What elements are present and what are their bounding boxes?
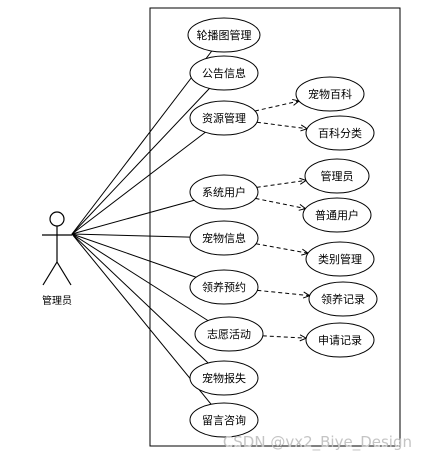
use-case-baoshi-label: 宠物报失 bbox=[202, 371, 246, 385]
use-case-zhiyuan-label: 志愿活动 bbox=[207, 328, 251, 341]
use-case-liuyan-label: 留言咨询 bbox=[202, 413, 246, 427]
dependency-jilu bbox=[257, 289, 310, 297]
association-lunbotu bbox=[71, 50, 213, 235]
actor-left-leg bbox=[42, 261, 58, 286]
association-xitong bbox=[71, 199, 195, 235]
use-case-lunbotu-label: 轮播图管理 bbox=[197, 28, 252, 42]
sub-use-case-putong: 普通用户 bbox=[302, 197, 372, 233]
sub-use-case-fenlei-label: 百科分类 bbox=[318, 126, 362, 140]
association-ziyuan bbox=[71, 131, 206, 235]
actor-head bbox=[49, 211, 65, 227]
use-case-zhiyuan: 志愿活动 bbox=[194, 316, 264, 352]
use-case-gonggao-ellipse bbox=[189, 55, 259, 91]
sub-use-case-guanliyuan-label: 管理员 bbox=[321, 169, 354, 183]
sub-use-case-jilu-ellipse bbox=[308, 281, 378, 317]
sub-use-case-guanliyuan: 管理员 bbox=[304, 158, 370, 194]
sub-use-case-shenqing-ellipse bbox=[305, 322, 375, 358]
use-case-gonggao-label: 公告信息 bbox=[202, 66, 246, 80]
sub-use-case-leibie-label: 类别管理 bbox=[318, 252, 362, 266]
sub-use-case-putong-ellipse bbox=[302, 197, 372, 233]
use-case-lunbotu-ellipse bbox=[187, 17, 261, 53]
use-case-lingyang: 领养预约 bbox=[189, 269, 259, 305]
dependency-shenqing bbox=[262, 335, 307, 339]
association-chongwu bbox=[71, 233, 191, 238]
association-baoshi bbox=[71, 233, 209, 364]
use-case-ziyuan-ellipse bbox=[189, 100, 259, 136]
association-liuyan bbox=[71, 233, 212, 405]
sub-use-case-guanliyuan-ellipse bbox=[304, 158, 370, 194]
use-case-ziyuan-label: 资源管理 bbox=[202, 111, 246, 125]
sub-use-case-baike: 宠物百科 bbox=[295, 76, 365, 112]
dependency-fenlei bbox=[256, 121, 308, 130]
sub-use-case-jilu-label: 领养记录 bbox=[321, 292, 365, 306]
association-lines bbox=[71, 50, 213, 405]
use-case-xitong-label: 系统用户 bbox=[202, 185, 246, 199]
use-case-lingyang-label: 领养预约 bbox=[202, 280, 246, 294]
use-case-chongwu-label: 宠物信息 bbox=[202, 231, 246, 245]
dependency-putong bbox=[255, 197, 306, 210]
sub-use-case-baike-label: 宠物百科 bbox=[308, 87, 352, 101]
use-case-lunbotu: 轮播图管理 bbox=[187, 17, 261, 53]
sub-use-case-baike-ellipse bbox=[295, 76, 365, 112]
use-case-liuyan-ellipse bbox=[189, 402, 259, 438]
watermark: CSDN @vx2_Biye_Design bbox=[223, 433, 412, 452]
use-case-liuyan: 留言咨询 bbox=[189, 402, 259, 438]
actor-right-leg bbox=[56, 261, 72, 286]
actor-label: 管理员 bbox=[42, 294, 72, 307]
system-boundary bbox=[149, 7, 401, 447]
use-case-chongwu-ellipse bbox=[189, 220, 259, 256]
sub-use-case-leibie: 类别管理 bbox=[305, 241, 375, 277]
sub-use-case-jilu: 领养记录 bbox=[308, 281, 378, 317]
sub-use-case-shenqing: 申请记录 bbox=[305, 322, 375, 358]
dependency-leibie bbox=[255, 243, 309, 254]
dependency-guanliyuan bbox=[256, 179, 307, 188]
use-case-baoshi-ellipse bbox=[189, 360, 259, 396]
association-lingyang bbox=[71, 233, 197, 278]
use-case-xitong-ellipse bbox=[189, 174, 259, 210]
use-case-zhiyuan-ellipse bbox=[194, 316, 264, 352]
association-gonggao bbox=[71, 88, 210, 235]
sub-use-case-shenqing-label: 申请记录 bbox=[318, 334, 362, 347]
use-case-gonggao: 公告信息 bbox=[189, 55, 259, 91]
use-case-xitong: 系统用户 bbox=[189, 174, 259, 210]
association-zhiyuan bbox=[71, 233, 209, 322]
dependency-lines bbox=[254, 98, 311, 342]
sub-use-case-fenlei: 百科分类 bbox=[305, 115, 375, 151]
sub-use-case-putong-label: 普通用户 bbox=[315, 208, 359, 222]
use-case-chongwu: 宠物信息 bbox=[189, 220, 259, 256]
sub-use-case-leibie-ellipse bbox=[305, 241, 375, 277]
use-case-ziyuan: 资源管理 bbox=[189, 100, 259, 136]
actor-admin: 管理员 bbox=[42, 211, 72, 307]
sub-use-case-fenlei-ellipse bbox=[305, 115, 375, 151]
use-case-lingyang-ellipse bbox=[189, 269, 259, 305]
use-case-baoshi: 宠物报失 bbox=[189, 360, 259, 396]
dependency-baike bbox=[254, 100, 300, 112]
